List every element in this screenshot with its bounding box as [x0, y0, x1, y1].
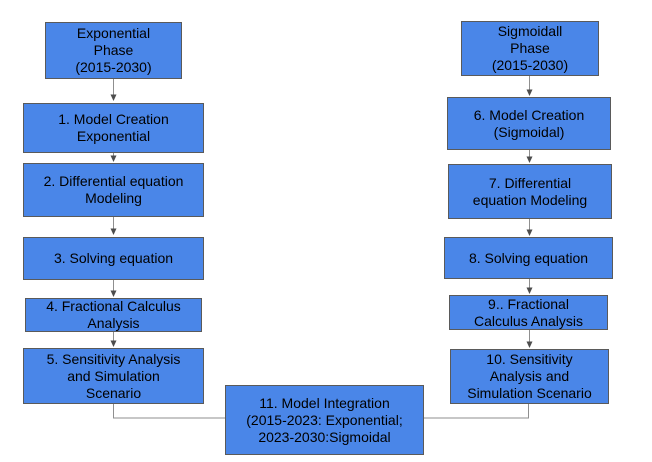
box-sigmoidal-phase-header: Sigmoidall Phase (2015-2030)	[461, 21, 599, 76]
connector-step10-to-integration	[424, 404, 529, 419]
box-step-8-solving-equation: 8. Solving equation	[444, 237, 613, 279]
box-step-6-model-creation-sigmoidal: 6. Model Creation (Sigmoidal)	[447, 97, 611, 150]
box-step-9-fractional-calculus-analysis: 9.. Fractional Calculus Analysis	[449, 295, 608, 330]
box-step-1-model-creation-exponential: 1. Model Creation Exponential	[23, 103, 204, 153]
box-step-10-sensitivity-analysis: 10. Sensitivity Analysis and Simulation …	[450, 349, 609, 404]
box-step-5-sensitivity-analysis: 5. Sensitivity Analysis and Simulation S…	[23, 348, 204, 404]
box-step-7-differential-equation-modeling: 7. Differential equation Modeling	[448, 164, 612, 219]
box-step-4-fractional-calculus-analysis: 4. Fractional Calculus Analysis	[25, 298, 202, 332]
box-exponential-phase-header: Exponential Phase (2015-2030)	[45, 22, 182, 79]
connector-step5-to-integration	[113, 404, 225, 419]
box-step-11-model-integration: 11. Model Integration (2015-2023: Expone…	[225, 385, 424, 455]
box-step-3-solving-equation: 3. Solving equation	[23, 237, 204, 280]
box-step-2-differential-equation-modeling: 2. Differential equation Modeling	[23, 163, 204, 217]
